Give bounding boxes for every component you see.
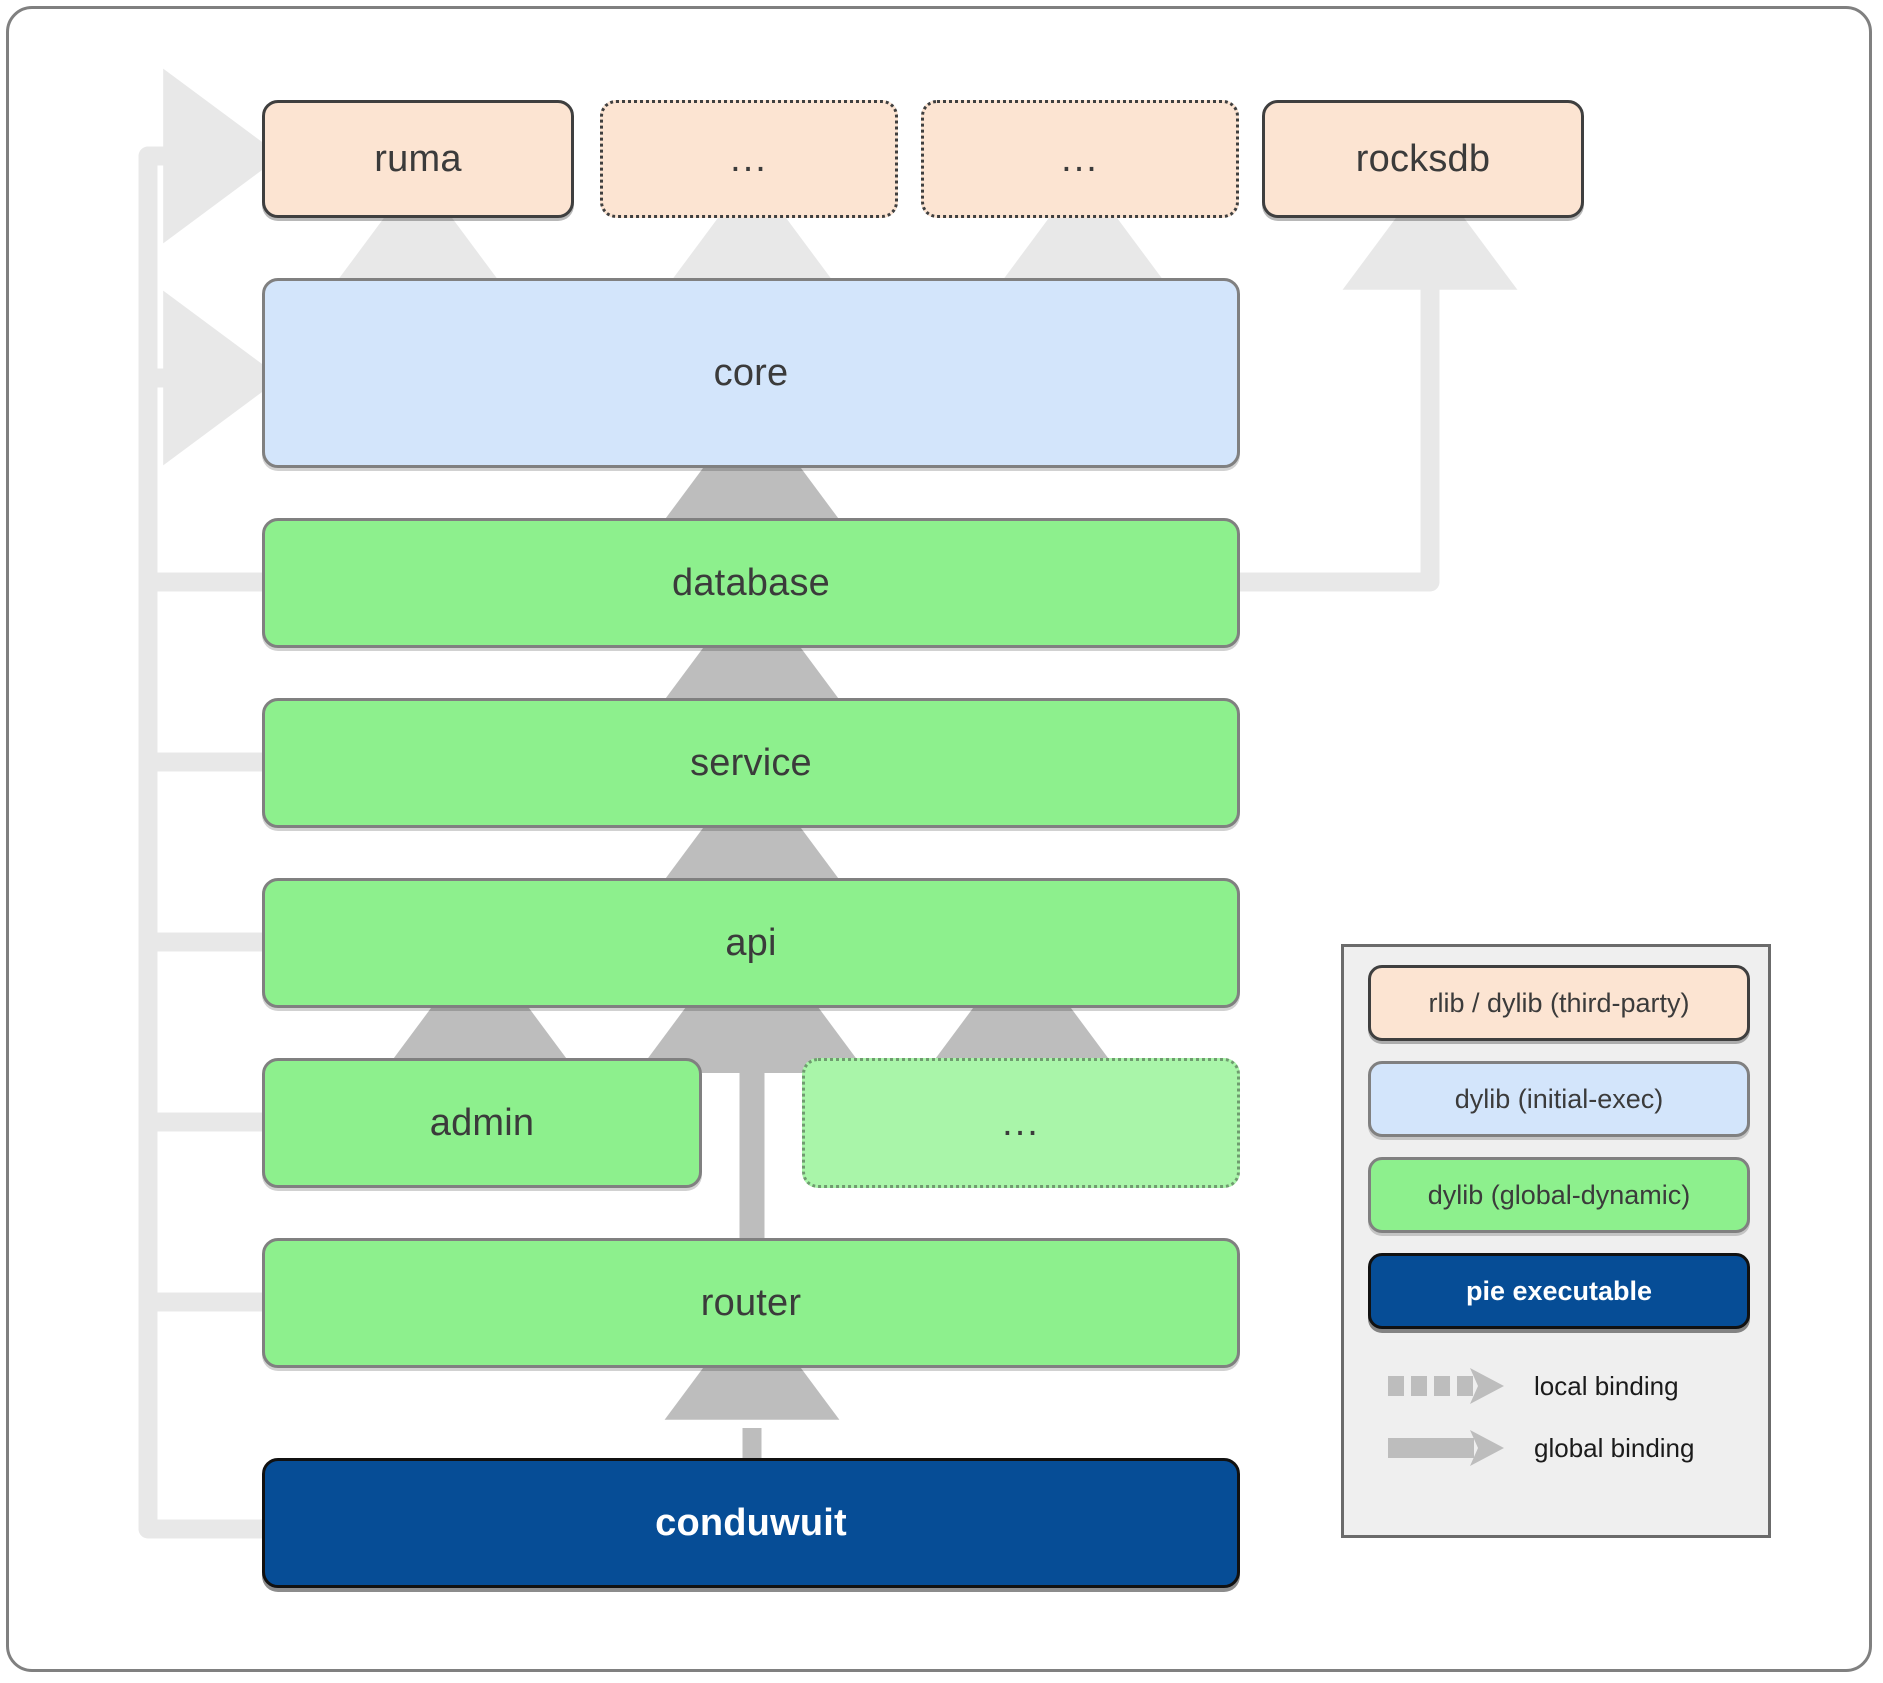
legend-swatch-pie-executable: pie executable: [1368, 1253, 1750, 1329]
node-ruma[interactable]: ruma: [262, 100, 574, 218]
node-service-label: service: [690, 741, 812, 784]
node-ruma-label: ruma: [374, 137, 462, 180]
node-database[interactable]: database: [262, 518, 1240, 648]
node-rocksdb[interactable]: rocksdb: [1262, 100, 1584, 218]
legend-row-local-binding: local binding: [1368, 1355, 1744, 1417]
legend-swatch-third-party-label: rlib / dylib (third-party): [1428, 987, 1690, 1018]
node-third-party-b[interactable]: ...: [921, 100, 1239, 218]
legend-row-global-binding: global binding: [1368, 1417, 1744, 1479]
legend-binding-rows: local binding global binding: [1368, 1355, 1744, 1479]
node-core-label: core: [713, 351, 789, 394]
node-core[interactable]: core: [262, 278, 1240, 468]
legend-panel: rlib / dylib (third-party) dylib (initia…: [1341, 944, 1771, 1538]
legend-swatch-initial-exec-label: dylib (initial-exec): [1454, 1083, 1664, 1114]
node-service[interactable]: service: [262, 698, 1240, 828]
node-api-extra-label: ...: [1002, 1101, 1040, 1144]
node-third-party-a-label: ...: [730, 137, 768, 180]
node-database-label: database: [672, 561, 830, 604]
legend-row-local-binding-label: local binding: [1534, 1370, 1679, 1401]
node-third-party-a[interactable]: ...: [600, 100, 898, 218]
global-binding-arrow-icon: [1388, 1430, 1504, 1466]
legend-swatch-initial-exec: dylib (initial-exec): [1368, 1061, 1750, 1137]
node-third-party-b-label: ...: [1061, 137, 1099, 180]
node-admin-label: admin: [429, 1101, 535, 1144]
local-binding-arrow-icon: [1388, 1368, 1504, 1404]
node-router[interactable]: router: [262, 1238, 1240, 1368]
node-conduwuit-label: conduwuit: [655, 1501, 847, 1544]
node-api-extra[interactable]: ...: [802, 1058, 1240, 1188]
legend-swatch-third-party: rlib / dylib (third-party): [1368, 965, 1750, 1041]
legend-swatch-global-dynamic-label: dylib (global-dynamic): [1427, 1179, 1691, 1210]
node-api[interactable]: api: [262, 878, 1240, 1008]
legend-swatch-pie-executable-label: pie executable: [1465, 1275, 1653, 1306]
legend-row-global-binding-label: global binding: [1534, 1432, 1695, 1463]
node-conduwuit[interactable]: conduwuit: [262, 1458, 1240, 1588]
legend-swatch-global-dynamic: dylib (global-dynamic): [1368, 1157, 1750, 1233]
node-api-label: api: [725, 921, 777, 964]
node-rocksdb-label: rocksdb: [1355, 137, 1491, 180]
node-router-label: router: [700, 1281, 802, 1324]
node-admin[interactable]: admin: [262, 1058, 702, 1188]
